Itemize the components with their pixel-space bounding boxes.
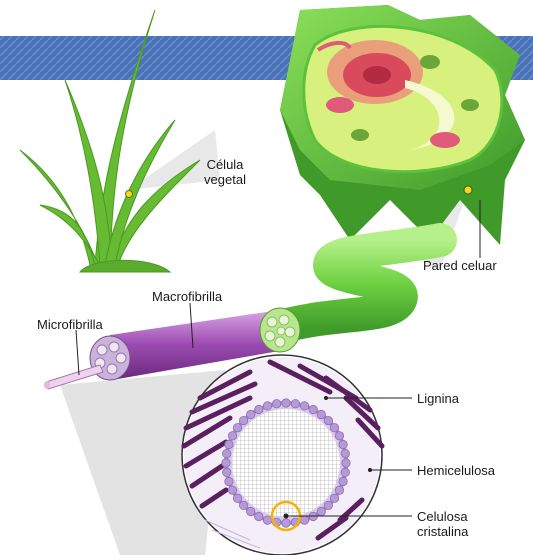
hemicellulose-dot xyxy=(222,459,230,467)
hemicellulose-dot xyxy=(317,410,325,418)
hemicellulose-dot xyxy=(291,400,299,408)
hemicellulose-dot xyxy=(239,501,247,509)
hemicellulose-dot xyxy=(300,516,308,524)
cell-label-line1: Célula xyxy=(194,157,256,172)
hemicellulose-dot xyxy=(341,449,349,457)
cell-label: Célula vegetal xyxy=(194,157,256,187)
hemicellulose-dot xyxy=(317,507,325,515)
hemicellulose-dot xyxy=(228,432,236,440)
hemicellulose-dot xyxy=(239,416,247,424)
cell-wall-dot xyxy=(464,186,472,194)
hemicellulose-dot xyxy=(263,402,271,410)
hemicellulose-dot xyxy=(335,432,343,440)
hemicellulose-dot xyxy=(263,516,271,524)
cellulose-label-line2: cristalina xyxy=(417,524,468,539)
hemicellulose-dot xyxy=(282,399,290,407)
cross-section xyxy=(182,355,382,555)
hemicellulose-label: Hemicelulosa xyxy=(417,463,495,478)
hemicellulose-dot xyxy=(228,486,236,494)
hemicellulose-dot xyxy=(233,424,241,432)
plant-cell xyxy=(280,5,525,245)
hemicellulose-dot xyxy=(339,440,347,448)
mitochondrion xyxy=(326,97,354,113)
cell-wall-label: Pared celuar xyxy=(423,258,497,273)
hemicellulose-dot xyxy=(247,507,255,515)
macrofibril-label: Macrofibrilla xyxy=(152,289,222,304)
hemicellulose-dot xyxy=(324,416,332,424)
hemicellulose-dot xyxy=(233,494,241,502)
hemicellulose-dot xyxy=(330,494,338,502)
microfibril-label: Microfibrilla xyxy=(37,317,103,332)
hemicellulose-dot xyxy=(342,459,350,467)
hemicellulose-dot xyxy=(255,512,263,520)
cell-location-dot xyxy=(126,191,133,198)
hemicellulose-dot xyxy=(272,400,280,408)
hemicellulose-dot xyxy=(309,405,317,413)
hemicellulose-dot xyxy=(255,405,263,413)
cellulose-label-line1: Celulosa xyxy=(417,509,468,524)
cell-label-line2: vegetal xyxy=(194,172,256,187)
hemicellulose-dot xyxy=(300,402,308,410)
hemicellulose-dot xyxy=(335,486,343,494)
microfibril-leader xyxy=(76,330,79,375)
hemicellulose-dot xyxy=(247,410,255,418)
hemicellulose-dot xyxy=(223,468,231,476)
lignin-label: Lignina xyxy=(417,391,459,406)
hemicellulose-dot xyxy=(225,477,233,485)
hemicellulose-dot xyxy=(225,440,233,448)
hemicellulose-dot xyxy=(330,424,338,432)
macrofibril-bundle-end xyxy=(260,308,300,352)
hemicellulose-dot xyxy=(341,468,349,476)
hemicellulose-dot xyxy=(282,519,290,527)
cellulose-label: Celulosa cristalina xyxy=(417,509,468,539)
hemicellulose-dot xyxy=(223,449,231,457)
hemicellulose-dot xyxy=(339,477,347,485)
hemicellulose-dot xyxy=(324,501,332,509)
